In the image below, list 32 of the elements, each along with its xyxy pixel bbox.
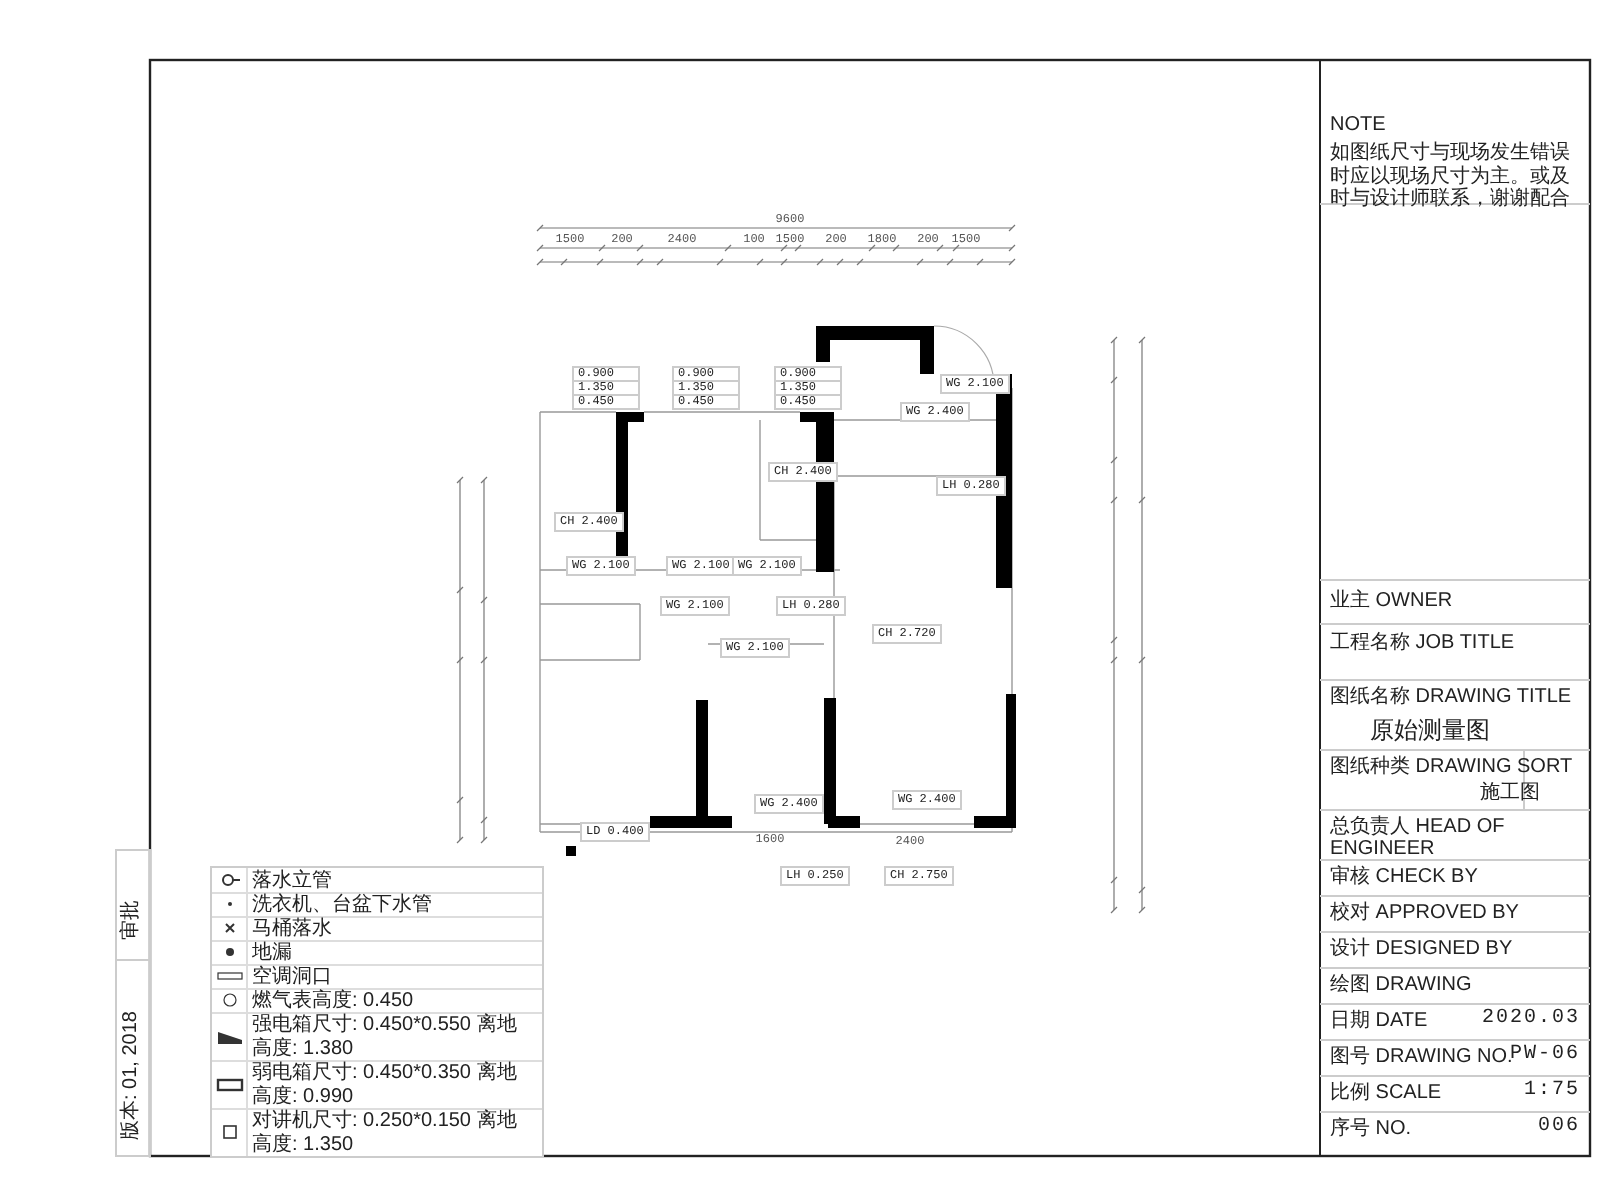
title-block-text: 工程名称 JOB TITLE: [1330, 634, 1515, 654]
legend-text: 洗衣机、台盆下水管: [252, 893, 434, 917]
title-block-text: 比例 SCALE: [1330, 1084, 1442, 1104]
legend-text: 落水立管: [252, 869, 334, 893]
note-heading: NOTE: [1330, 116, 1386, 136]
title-block-value: 006: [1537, 1118, 1580, 1138]
legend-text: 强电箱尺寸: 0.450*0.550 离地高度: 1.380: [252, 1013, 519, 1061]
legend-text: 地漏: [252, 941, 294, 965]
title-block-text: 图号 DRAWING NO.: [1330, 1048, 1513, 1068]
title-block-text: 业主 OWNER: [1330, 592, 1453, 612]
title-block-value: 2020.03: [1481, 1010, 1580, 1030]
title-block-text: 设计 DESIGNED BY: [1330, 940, 1513, 960]
title-block-text: 审核 CHECK BY: [1330, 868, 1478, 888]
title-block-text: 绘图 DRAWING: [1330, 976, 1472, 996]
title-block-text: 图纸种类 DRAWING SORT: [1330, 758, 1573, 778]
title-block-value: 1:75: [1523, 1082, 1580, 1102]
title-block-text: 序号 NO.: [1330, 1120, 1412, 1140]
title-block-text: 校对 APPROVED BY: [1330, 904, 1519, 924]
legend-text: 空调洞口: [252, 965, 334, 989]
drawing-title: 原始测量图: [1370, 718, 1490, 742]
legend-text: 马桶落水: [252, 917, 334, 941]
approval-text: 审批: [122, 900, 142, 940]
note-text: 如图纸尺寸与现场发生错误时应以现场尺寸为主。或及时与设计师联系，谢谢配合: [1330, 142, 1572, 211]
legend-text: 燃气表高度: 0.450: [252, 989, 416, 1013]
drawing-sort: 施工图: [1480, 784, 1540, 804]
title-block-text: 日期 DATE: [1330, 1012, 1428, 1032]
version-text: 版本: 01, 2018: [122, 1011, 142, 1140]
title-block-text: 总负责人 HEAD OF ENGINEER: [1330, 816, 1507, 860]
title-block-text: 图纸名称 DRAWING TITLE: [1330, 688, 1572, 708]
legend-text: 对讲机尺寸: 0.250*0.150 离地高度: 1.350: [252, 1109, 519, 1157]
legend-text: 弱电箱尺寸: 0.450*0.350 离地高度: 0.990: [252, 1061, 519, 1109]
title-block-value: PW-06: [1509, 1046, 1580, 1066]
